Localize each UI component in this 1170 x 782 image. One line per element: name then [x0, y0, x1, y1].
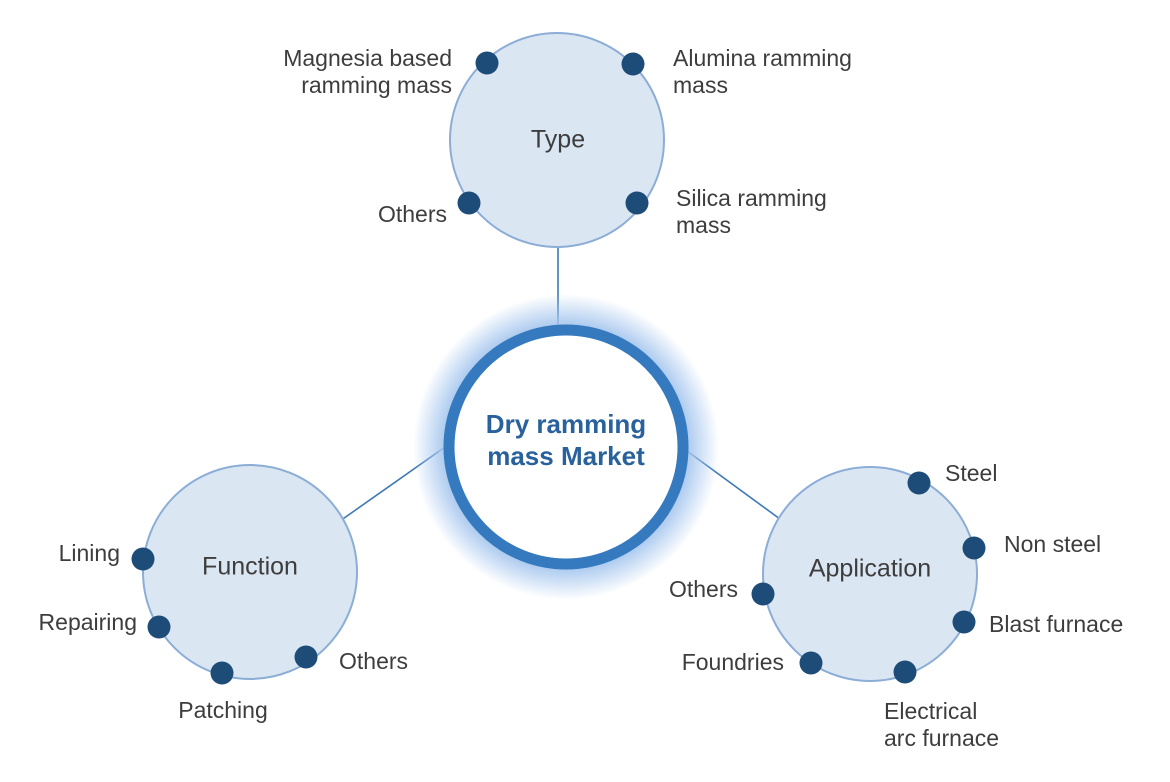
application-item-electrical-arc-furnace-label: Electrical arc furnace	[884, 698, 1000, 751]
application-dot-blast-furnace	[952, 610, 976, 634]
application-dot-non-steel	[962, 536, 986, 560]
function-dot-repairing	[147, 615, 171, 639]
application-dot-foundries	[799, 651, 823, 675]
type-circle	[449, 32, 665, 248]
type-dot-others	[457, 191, 481, 215]
function-item-others-label: Others	[339, 648, 409, 674]
type-item-silica-label: Silica ramming mass	[676, 185, 827, 238]
application-item-others-label: Others	[668, 576, 738, 602]
function-dot-others	[294, 645, 318, 669]
application-item-steel-label: Steel	[945, 460, 998, 486]
function-item-patching-label: Patching	[178, 697, 268, 723]
function-item-lining-label: Lining	[58, 540, 120, 566]
type-circle-label: Type	[530, 125, 586, 154]
function-item-repairing-label: Repairing	[38, 609, 137, 635]
center-circle	[443, 324, 689, 570]
application-circle-label: Application	[808, 554, 932, 583]
application-dot-others	[751, 582, 775, 606]
function-dot-lining	[131, 547, 155, 571]
application-item-non-steel-label: Non steel	[1004, 531, 1102, 557]
type-item-magnesia-label: Magnesia based ramming mass	[283, 45, 452, 98]
function-dot-patching	[210, 661, 234, 685]
type-dot-silica	[625, 191, 649, 215]
type-item-others-label: Others	[377, 201, 447, 227]
application-circle	[762, 466, 978, 682]
application-dot-steel	[907, 471, 931, 495]
function-circle	[142, 464, 358, 680]
application-item-foundries-label: Foundries	[681, 649, 784, 675]
type-dot-alumina	[621, 52, 645, 76]
application-dot-electrical-arc-furnace	[893, 660, 917, 684]
type-dot-magnesia	[475, 51, 499, 75]
center-title: Dry ramming mass Market	[485, 409, 647, 471]
function-circle-label: Function	[202, 552, 298, 581]
type-item-alumina-label: Alumina ramming mass	[673, 45, 852, 98]
application-item-blast-furnace-label: Blast furnace	[989, 611, 1124, 637]
